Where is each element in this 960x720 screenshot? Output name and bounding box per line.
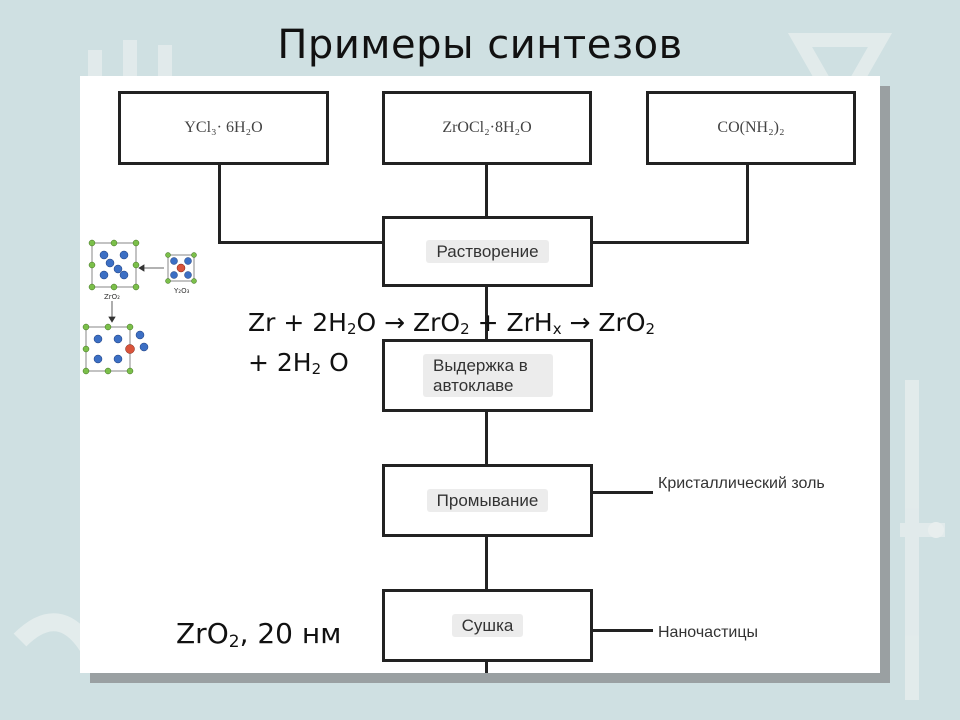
reagent-box-zrocl2: ZrOCl₂·8H₂O — [382, 91, 592, 165]
step-label: Растворение — [426, 239, 549, 264]
step-box-drying: Сушка — [382, 589, 593, 662]
step-box-autoclave: Выдержка в автоклаве — [382, 339, 593, 412]
equation-line-2: + 2H2 O — [248, 343, 808, 383]
caption-part: , 20 нм — [239, 617, 342, 650]
step-box-washing: Промывание — [382, 464, 593, 537]
caption-part: ZrO — [176, 617, 229, 650]
eq-sub: 2 — [460, 320, 470, 338]
caption-sub: 2 — [228, 632, 240, 652]
equation-line-1: Zr + 2H2O → ZrO2 + ZrHx → ZrO2 — [248, 303, 808, 343]
output-label-nanoparticles: Наночастицы — [658, 624, 758, 641]
reagent-label: CO(NH₂)₂ — [717, 119, 785, 136]
step-label: Промывание — [426, 488, 549, 513]
eq-part: O → ZrO — [356, 308, 461, 337]
connector-center-down — [485, 163, 488, 218]
eq-part: + 2H — [248, 348, 312, 377]
connector-right-down — [746, 163, 749, 243]
connector-wash-dry — [485, 535, 488, 591]
eq-part: Zr + 2H — [248, 308, 347, 337]
eq-part: + ZrH — [469, 308, 553, 337]
step-label: Сушка — [451, 613, 524, 638]
slide-title: Примеры синтезов — [277, 22, 683, 68]
reaction-equation: Zr + 2H2O → ZrO2 + ZrHx → ZrO2 + 2H2 O — [248, 303, 808, 383]
crystal-label-zro2: ZrO₂ — [104, 293, 120, 301]
connector-left-down — [218, 163, 221, 243]
eq-part: O — [321, 348, 349, 377]
eq-sub: x — [552, 320, 562, 338]
connector-dry-output — [591, 629, 653, 632]
eq-sub: 2 — [346, 320, 357, 338]
output-label-crystal-sol: Кристаллический золь — [658, 475, 825, 492]
crystal-structure-illustration: ZrO₂ Y₂O₃ — [82, 239, 197, 375]
eq-part: → ZrO — [561, 308, 646, 337]
step-label: Выдержка в автоклаве — [423, 353, 553, 398]
step-box-dissolution: Растворение — [382, 216, 593, 287]
eq-sub: 2 — [645, 320, 656, 338]
eq-sub: 2 — [311, 360, 322, 378]
connector-right-across — [590, 241, 749, 244]
connector-left-across — [218, 241, 384, 244]
particle-size-caption: ZrO2, 20 нм — [176, 617, 341, 652]
reagent-box-urea: CO(NH₂)₂ — [646, 91, 856, 165]
connector-autoclave-wash — [485, 410, 488, 466]
connector-dry-below — [485, 660, 488, 673]
reagent-box-ycl3: YCl₃· 6H₂O — [118, 91, 329, 165]
reagent-label: ZrOCl₂·8H₂O — [442, 119, 532, 136]
reagent-label: YCl₃· 6H₂O — [184, 119, 263, 136]
crystal-label-y2o3: Y₂O₃ — [173, 287, 190, 295]
connector-dissolve-autoclave — [485, 285, 488, 341]
connector-wash-output — [591, 491, 653, 494]
